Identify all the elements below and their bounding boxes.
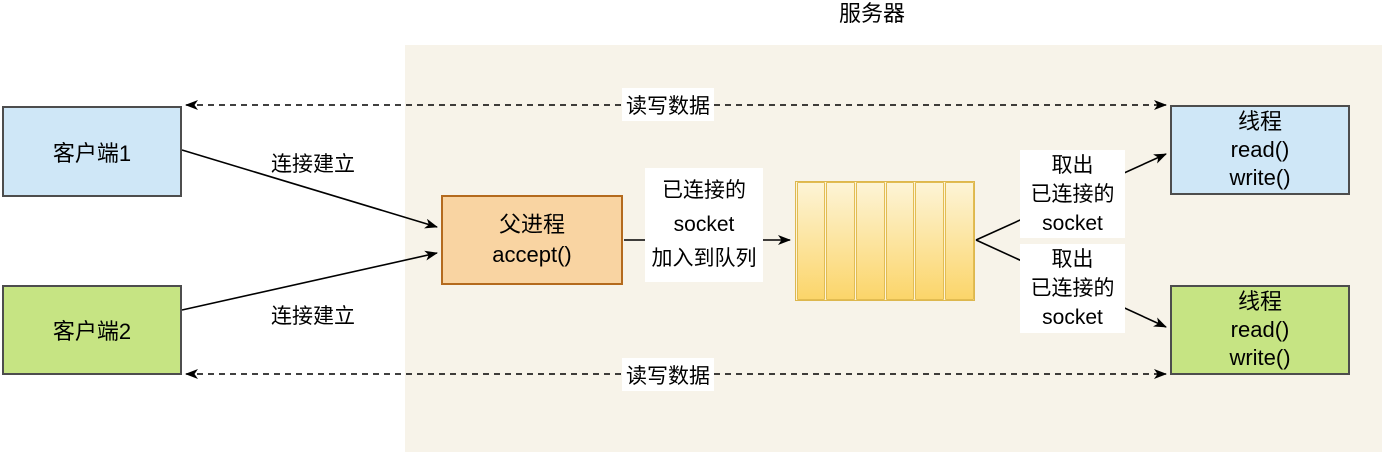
queue-cell bbox=[826, 182, 855, 300]
thread1-write-call: write() bbox=[1229, 165, 1291, 190]
client2-label: 客户端2 bbox=[52, 319, 132, 344]
diagram-title: 服务器 bbox=[838, 1, 905, 26]
connect2-edge-label: 连接建立 bbox=[271, 305, 355, 328]
thread2-write-call: write() bbox=[1229, 345, 1291, 370]
thread1-name: 线程 bbox=[1237, 109, 1282, 134]
dequeue-bottom-edge-label: 取出 已连接的 socket bbox=[1020, 244, 1125, 333]
thread1-read-call: read() bbox=[1230, 137, 1290, 162]
connect1-edge-label: 连接建立 bbox=[271, 153, 355, 176]
queue-cell bbox=[885, 182, 915, 300]
client1-label: 客户端1 bbox=[52, 140, 132, 166]
thread2-name: 线程 bbox=[1237, 289, 1282, 314]
thread1-box: 线程 read() write() bbox=[1170, 105, 1350, 195]
queue-cell bbox=[796, 182, 826, 300]
parent-process-box: 父进程 accept() bbox=[441, 195, 623, 285]
parent-process-name: 父进程 bbox=[498, 212, 565, 237]
socket-queue bbox=[795, 181, 975, 301]
queue-cell bbox=[944, 182, 974, 300]
parent-process-accept-call: accept() bbox=[492, 242, 572, 267]
thread2-read-call: read() bbox=[1230, 317, 1290, 342]
queue-cell bbox=[855, 182, 885, 300]
enqueue-edge-label: 已连接的 socket 加入到队列 bbox=[645, 168, 763, 282]
queue-cell bbox=[915, 182, 944, 300]
rw-data-bottom-label: 读写数据 bbox=[622, 358, 714, 391]
dequeue-top-edge-label: 取出 已连接的 socket bbox=[1020, 150, 1125, 238]
rw-data-top-label: 读写数据 bbox=[622, 88, 714, 121]
thread2-box: 线程 read() write() bbox=[1170, 285, 1350, 375]
client2-box: 客户端2 bbox=[2, 285, 182, 375]
client1-box: 客户端1 bbox=[2, 106, 182, 197]
